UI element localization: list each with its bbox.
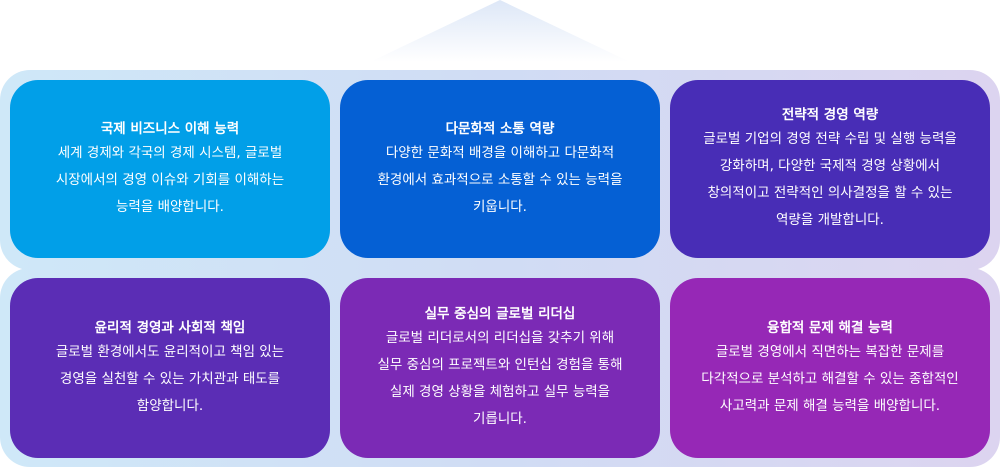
card-title: 다문화적 소통 역량 — [445, 120, 555, 137]
card-title: 융합적 문제 해결 능력 — [767, 319, 893, 336]
card-description: 글로벌 리더로서의 리더십을 갖추기 위해 실무 중심의 프로젝트와 인턴십 경… — [377, 330, 623, 427]
competency-card-international-business: 국제 비즈니스 이해 능력 세계 경제와 각국의 경제 시스템, 글로벌 시장에… — [10, 80, 330, 258]
card-description: 글로벌 기업의 경영 전략 수립 및 실행 능력을 강화하며, 다양한 국제적 … — [703, 131, 957, 228]
card-description: 다양한 문화적 배경을 이해하고 다문화적 환경에서 효과적으로 소통할 수 있… — [377, 144, 623, 215]
card-title: 실무 중심의 글로벌 리더십 — [424, 306, 576, 322]
card-description: 글로벌 환경에서도 윤리적이고 책임 있는 경영을 실천할 수 있는 가치관과 … — [55, 343, 285, 414]
competency-card-ethical-management: 윤리적 경영과 사회적 책임 글로벌 환경에서도 윤리적이고 책임 있는 경영을… — [10, 278, 330, 458]
card-title: 윤리적 경영과 사회적 책임 — [94, 319, 246, 336]
competency-card-strategic-management: 전략적 경영 역량 글로벌 기업의 경영 전략 수립 및 실행 능력을 강화하며… — [670, 80, 990, 258]
competency-card-multicultural-communication: 다문화적 소통 역량 다양한 문화적 배경을 이해하고 다문화적 환경에서 효과… — [340, 80, 660, 258]
card-description: 글로벌 경영에서 직면하는 복잡한 문제를 다각적으로 분석하고 해결할 수 있… — [701, 343, 959, 414]
card-title: 전략적 경영 역량 — [781, 107, 879, 123]
card-title: 국제 비즈니스 이해 능력 — [100, 120, 240, 137]
competency-card-problem-solving: 융합적 문제 해결 능력 글로벌 경영에서 직면하는 복잡한 문제를 다각적으로… — [670, 278, 990, 458]
top-triangle-decoration — [370, 0, 630, 62]
card-description: 세계 경제와 각국의 경제 시스템, 글로벌 시장에서의 경영 이슈와 기회를 … — [55, 144, 285, 215]
competency-card-practical-leadership: 실무 중심의 글로벌 리더십 글로벌 리더로서의 리더십을 갖추기 위해 실무 … — [340, 278, 660, 458]
